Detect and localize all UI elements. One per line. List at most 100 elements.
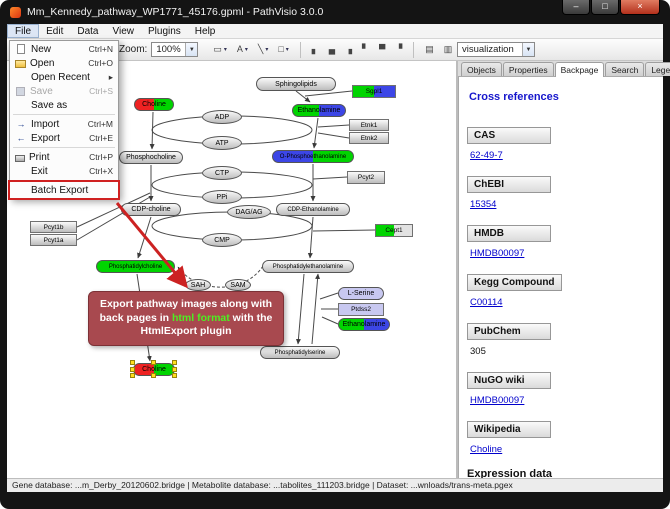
- edge-ethanolamine-ope[interactable]: [312, 117, 319, 149]
- metabolite-node-cmp[interactable]: CMP: [202, 233, 242, 247]
- metabolite-node-o-phosphoethanolamine[interactable]: O-Phosphoethanolamine: [272, 150, 354, 163]
- selection-handle[interactable]: [172, 373, 177, 378]
- gene-node-pcyt2[interactable]: Pcyt2: [347, 171, 385, 184]
- xref-value-link[interactable]: 15354: [470, 199, 497, 210]
- pathway-canvas[interactable]: Export pathway images along with back pa…: [7, 61, 456, 478]
- edge-ps-pe[interactable]: [311, 273, 321, 345]
- menu-data[interactable]: Data: [77, 25, 99, 37]
- visualization-combobox[interactable]: visualization ▼: [457, 42, 535, 57]
- metabolite-node-ppi[interactable]: PPi: [202, 190, 242, 204]
- edge-ethanolamine2-anchor[interactable]: [321, 316, 339, 325]
- selection-handle[interactable]: [172, 360, 177, 365]
- zoom-combobox[interactable]: 100% ▼: [151, 42, 199, 57]
- gene-node-ptdss2[interactable]: Ptdss2: [338, 303, 384, 316]
- align-left-button[interactable]: ▖: [308, 41, 323, 58]
- align-center-icon: ▄: [328, 44, 336, 54]
- metabolite-node-sam[interactable]: SAM: [225, 279, 251, 291]
- menu-view[interactable]: View: [112, 25, 134, 37]
- gene-node-etnk1[interactable]: Etnk1: [349, 119, 389, 131]
- xref-value-link[interactable]: C00114: [470, 297, 503, 308]
- align-top-button[interactable]: ▘: [358, 41, 373, 58]
- maximize-button[interactable]: □: [591, 0, 619, 15]
- file-menu-item-save-as[interactable]: Save as: [11, 98, 117, 112]
- metabolite-node-ethanolamine-top[interactable]: Ethanolamine: [292, 104, 346, 117]
- tab-legend[interactable]: Legend: [645, 62, 670, 76]
- selection-handle[interactable]: [130, 373, 135, 378]
- metabolite-node-choline-top[interactable]: Choline: [134, 98, 174, 111]
- gene-node-pcyt1a[interactable]: Pcyt1a: [30, 234, 77, 246]
- datanode-tool-button[interactable]: ▭▾: [209, 41, 231, 58]
- menu-edit[interactable]: Edit: [46, 25, 64, 37]
- splitter[interactable]: [456, 61, 458, 478]
- edge-pe-ps[interactable]: [295, 273, 305, 345]
- edge-cept1-anchor[interactable]: [312, 229, 376, 232]
- line-tool-button[interactable]: ╲▾: [254, 41, 272, 58]
- selection-handle[interactable]: [172, 366, 177, 372]
- xref-value-link[interactable]: Choline: [470, 444, 503, 455]
- edge-sgpl1-anchor[interactable]: [304, 90, 353, 97]
- menu-help[interactable]: Help: [194, 25, 216, 37]
- close-button[interactable]: ×: [620, 0, 660, 15]
- selection-handle[interactable]: [130, 366, 135, 372]
- metabolite-node-phosphocholine[interactable]: Phosphocholine: [119, 151, 183, 164]
- metabolite-node-ctp[interactable]: CTP: [202, 166, 242, 180]
- metabolite-node-ethanolamine-bottom[interactable]: Ethanolamine: [338, 318, 390, 331]
- menu-file[interactable]: File: [7, 24, 40, 38]
- xref-value-link[interactable]: 62-49-7: [470, 150, 503, 161]
- tab-objects[interactable]: Objects: [461, 62, 502, 76]
- align-bottom-button[interactable]: ▝: [391, 41, 406, 58]
- edge-pcyt2-anchor[interactable]: [312, 176, 348, 180]
- edge-pcyt1b-anchor[interactable]: [76, 192, 151, 228]
- selection-handle[interactable]: [130, 360, 135, 365]
- file-menu-item-batch-export[interactable]: Batch Export: [8, 180, 120, 200]
- xref-value-link[interactable]: HMDB00097: [470, 248, 525, 259]
- selection-handle[interactable]: [151, 373, 156, 378]
- gene-node-cept1[interactable]: Cept1: [375, 224, 413, 237]
- edge-cdpcholine-pc[interactable]: [137, 216, 152, 259]
- edge-lserine-anchor[interactable]: [319, 292, 339, 300]
- align-middle-button[interactable]: ▀: [375, 41, 389, 58]
- stack-vertical-button[interactable]: ▤: [421, 41, 438, 58]
- file-menu-item-open-recent[interactable]: Open Recent▸: [11, 70, 117, 84]
- selection-handle[interactable]: [151, 360, 156, 365]
- align-right-button[interactable]: ▗: [341, 41, 356, 58]
- edge-etnk2-anchor[interactable]: [317, 132, 350, 139]
- shape-tool-button[interactable]: □▾: [274, 41, 292, 58]
- gene-node-etnk2[interactable]: Etnk2: [349, 132, 389, 144]
- metabolite-node-sphingolipids[interactable]: Sphingolipids: [256, 77, 336, 91]
- metabolite-node-phosphatidylethanolamine[interactable]: Phosphatidylethanolamine: [262, 260, 354, 273]
- tab-search[interactable]: Search: [605, 62, 645, 76]
- metabolite-node-cdp-ethanolamine[interactable]: CDP-Ethanolamine: [276, 203, 350, 216]
- tab-properties[interactable]: Properties: [502, 62, 554, 76]
- edge-cdpethanolamine-pe[interactable]: [307, 216, 314, 259]
- metabolite-node-atp[interactable]: ATP: [202, 136, 242, 150]
- open-icon: [15, 59, 26, 68]
- metabolite-node-dag[interactable]: DAG/AG: [227, 205, 271, 219]
- label-tool-button[interactable]: A▾: [233, 41, 252, 58]
- stack-horizontal-button[interactable]: ▥: [440, 41, 457, 58]
- metabolite-node-sah[interactable]: SAH: [185, 279, 211, 291]
- gene-node-pcyt1b[interactable]: Pcyt1b: [30, 221, 77, 233]
- metabolite-node-phosphatidylserine[interactable]: Phosphatidylserine: [260, 346, 340, 359]
- xref-source-header: PubChem: [467, 323, 551, 340]
- metabolite-node-l-serine[interactable]: L-Serine: [338, 287, 384, 300]
- gene-node-sgpl1[interactable]: Sgpl1: [352, 85, 396, 98]
- menu-plugins[interactable]: Plugins: [147, 25, 181, 37]
- metabolite-node-adp[interactable]: ADP: [202, 110, 242, 124]
- tab-backpage[interactable]: Backpage: [554, 62, 605, 77]
- xref-value-link[interactable]: HMDB00097: [470, 395, 525, 406]
- edge-etnk1-anchor[interactable]: [317, 124, 350, 128]
- minimize-button[interactable]: –: [562, 0, 590, 15]
- align-center-button[interactable]: ▄: [325, 41, 339, 58]
- edge-sphingolipids-ethanolamine[interactable]: [295, 90, 311, 103]
- metabolite-node-cdp-choline[interactable]: CDP-choline: [121, 203, 181, 216]
- titlebar[interactable]: Mm_Kennedy_pathway_WP1771_45176.gpml - P…: [0, 0, 670, 24]
- metabolite-node-phosphatidylcholine[interactable]: Phosphatidylcholine: [96, 260, 175, 273]
